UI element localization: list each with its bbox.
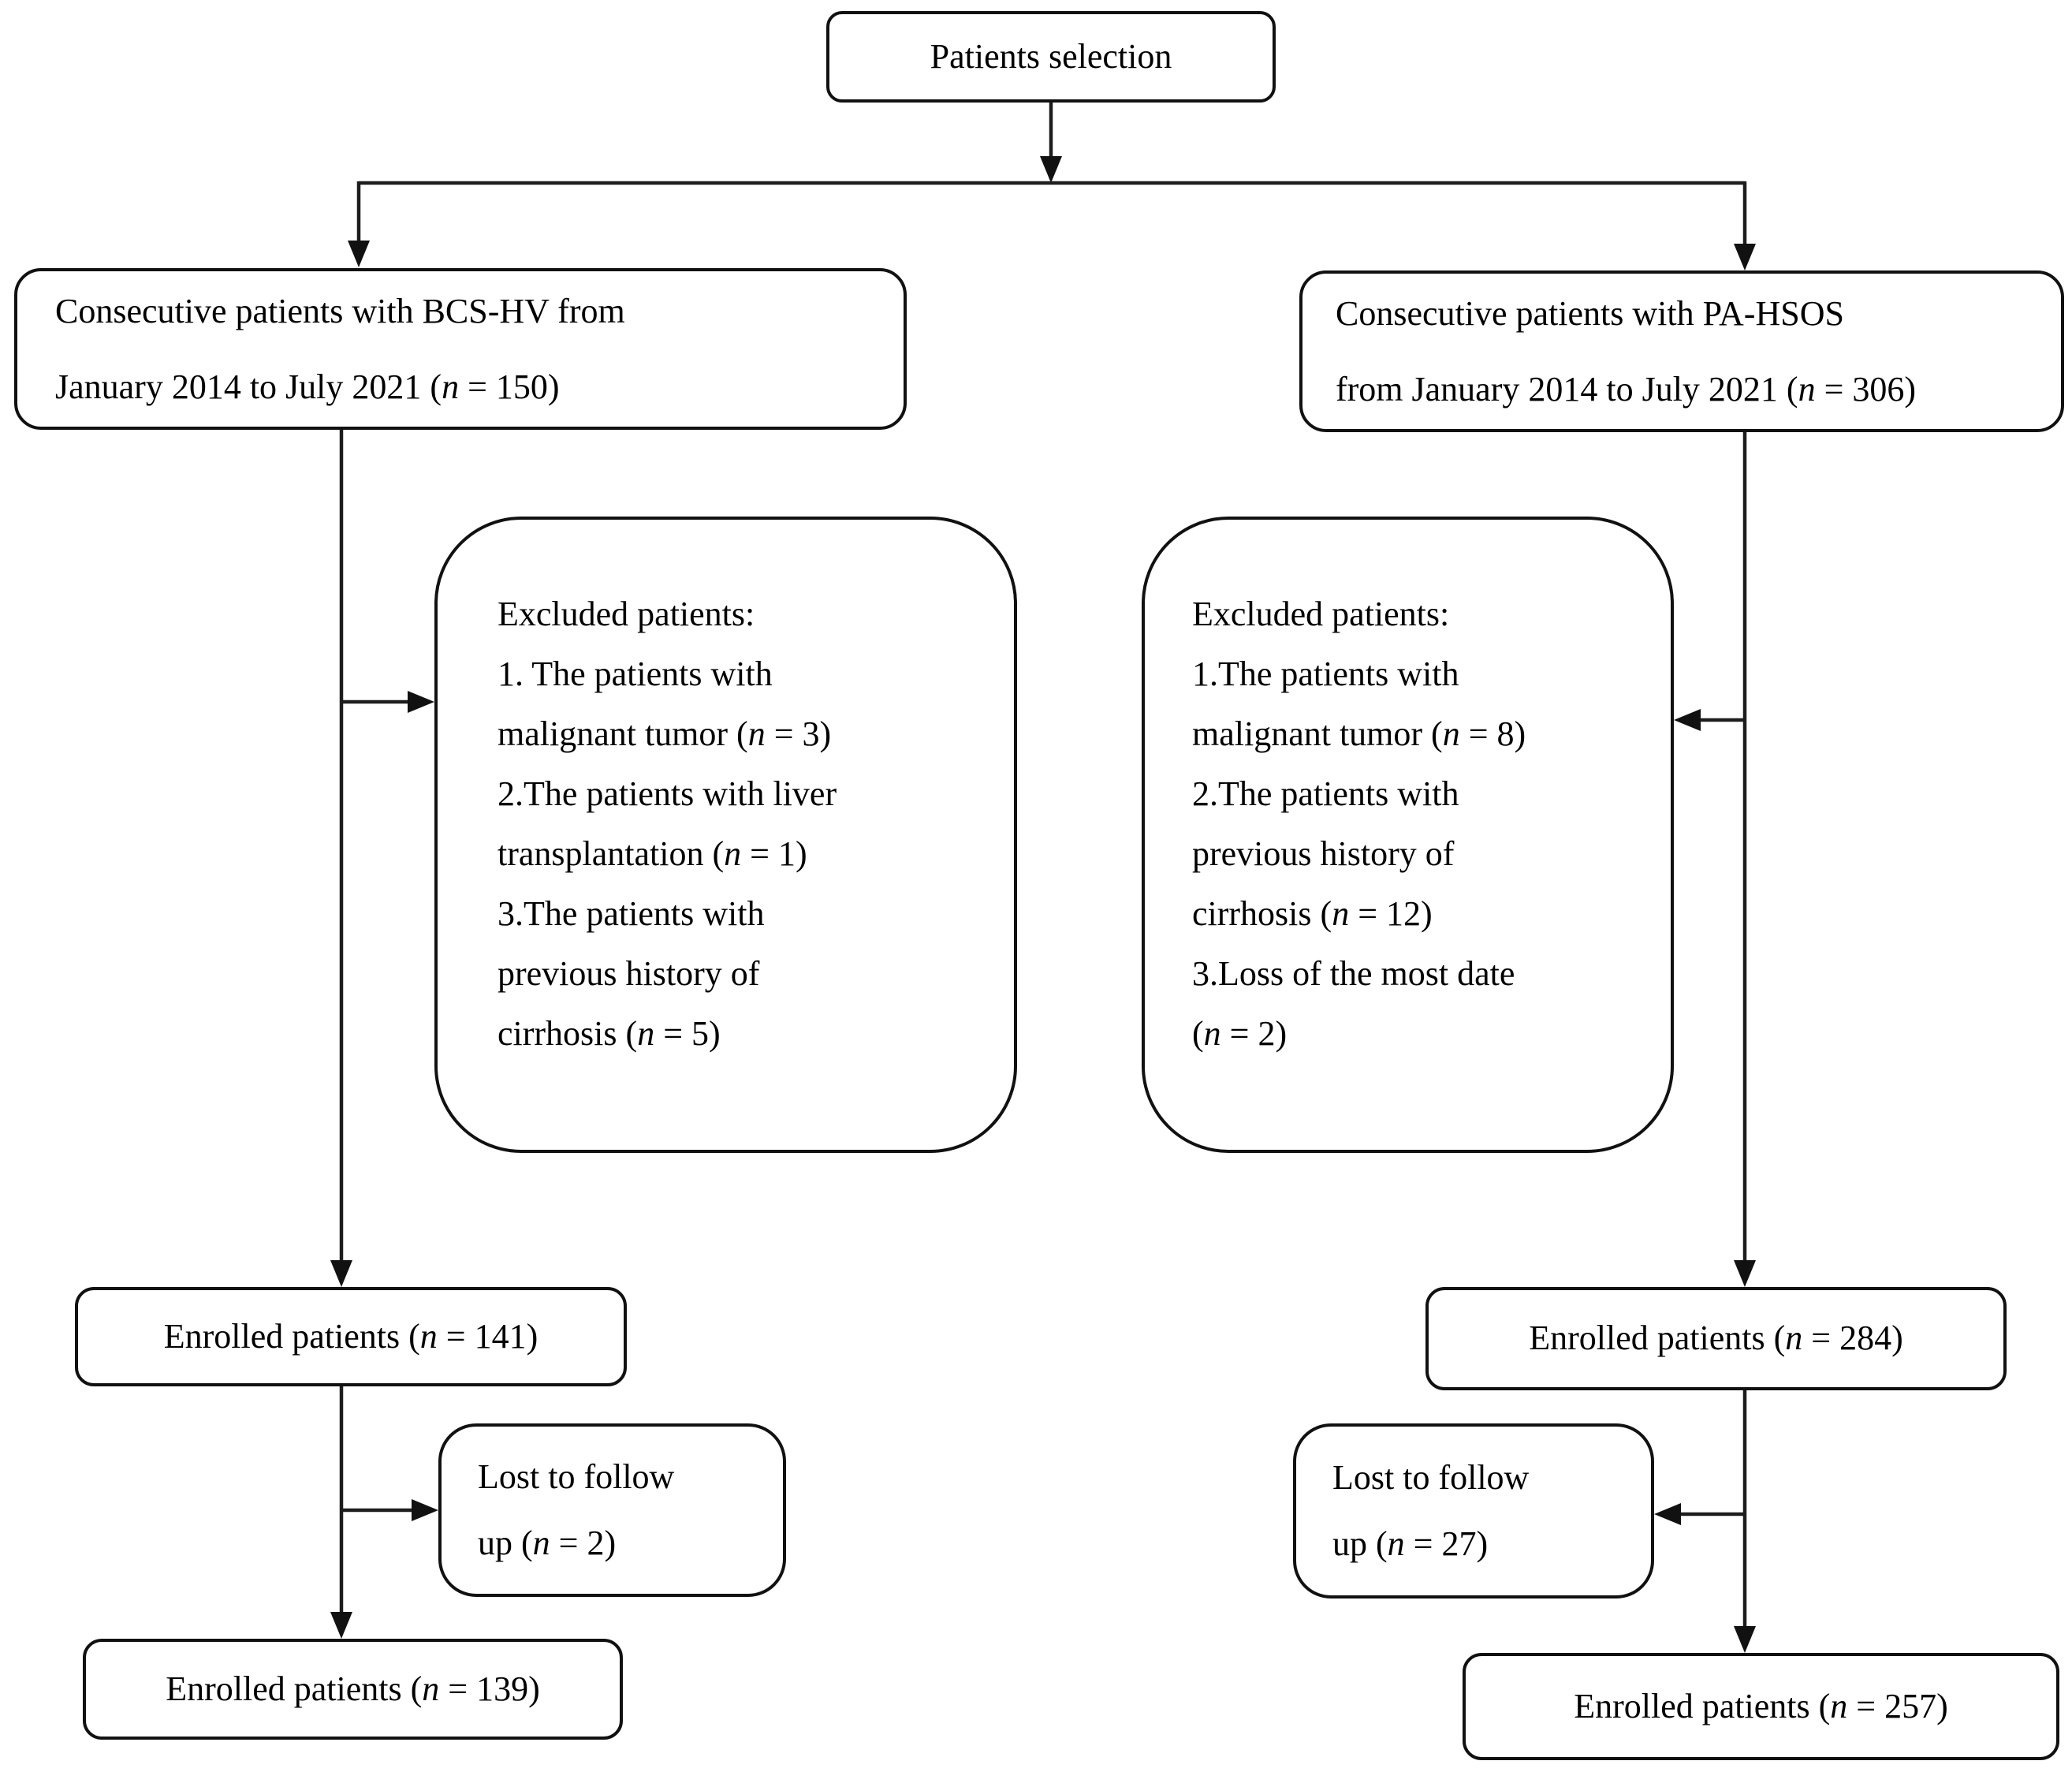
text-line: 3.Loss of the most date [1192,954,1515,993]
text-line: 1.The patients with [1192,655,1459,693]
text-line: previous history of [498,954,760,993]
arrowhead-top-down [1040,156,1062,183]
text-line: 1. The patients with [498,655,773,693]
text-line: Enrolled patients (n = 141) [163,1316,538,1356]
arrowhead-left-enrolled [330,1260,352,1287]
text-line: Lost to follow [478,1457,675,1496]
text-line: cirrhosis (n = 5) [498,1014,721,1053]
text-line: transplantation (n = 1) [498,834,807,873]
text-line: January 2014 to July 2021 (n = 150) [55,367,560,406]
text-line: 3.The patients with [498,894,765,933]
text-line: Enrolled patients (n = 284) [1529,1319,1903,1358]
text-line: 2.The patients with liver [498,774,837,813]
text-line: up (n = 2) [478,1524,617,1562]
node-patients-selection: Patients selection [826,11,1276,103]
text-line: (n = 2) [1192,1014,1288,1053]
text-line: up (n = 27) [1332,1524,1489,1563]
arrowhead-left-excluded [408,691,434,713]
text-line: previous history of [1192,834,1455,873]
text-line: Excluded patients: [1192,595,1450,633]
arrowhead-right-enrolled [1734,1260,1756,1287]
arrowhead-left-final [330,1612,352,1639]
text-line: Enrolled patients (n = 257) [1574,1686,1948,1725]
node-pa-hsos-lost-followup: Lost to follow up (n = 27) [1293,1423,1654,1599]
text-line: malignant tumor (n = 3) [498,714,832,753]
node-bcs-hv-enrolled: Enrolled patients (n = 141) [75,1287,627,1386]
arrowhead-right-excluded [1674,709,1701,731]
text-line: 2.The patients with [1192,774,1459,813]
text-line: Consecutive patients with PA-HSOS [1336,293,1844,333]
arrowhead-left-lost [412,1499,438,1521]
node-bcs-hv-lost-followup: Lost to follow up (n = 2) [438,1423,786,1597]
text-line: malignant tumor (n = 8) [1192,714,1526,753]
text-line: Consecutive patients with BCS-HV from [55,291,625,330]
text-line: Enrolled patients (n = 139) [166,1669,540,1708]
text-line: from January 2014 to July 2021 (n = 306) [1336,369,1917,408]
text-line: Patients selection [930,36,1172,76]
arrowhead-left-drop [348,241,370,267]
arrowhead-right-final [1734,1626,1756,1653]
text-line: Excluded patients: [498,595,755,633]
arrowhead-right-drop [1734,244,1756,270]
node-pa-hsos-excluded: Excluded patients: 1.The patients with mal… [1142,517,1674,1153]
node-bcs-hv-excluded: Excluded patients: 1. The patients with ma… [434,517,1017,1153]
text-line: Lost to follow [1332,1458,1530,1497]
node-bcs-hv-final-enrolled: Enrolled patients (n = 139) [83,1639,623,1740]
node-pa-hsos-enrolled: Enrolled patients (n = 284) [1425,1287,2007,1390]
node-pa-hsos-source: Consecutive patients with PA-HSOS from Ja… [1299,270,2064,432]
node-pa-hsos-final-enrolled: Enrolled patients (n = 257) [1463,1653,2059,1760]
text-line: cirrhosis (n = 12) [1192,894,1433,933]
arrowhead-right-lost [1654,1503,1681,1525]
